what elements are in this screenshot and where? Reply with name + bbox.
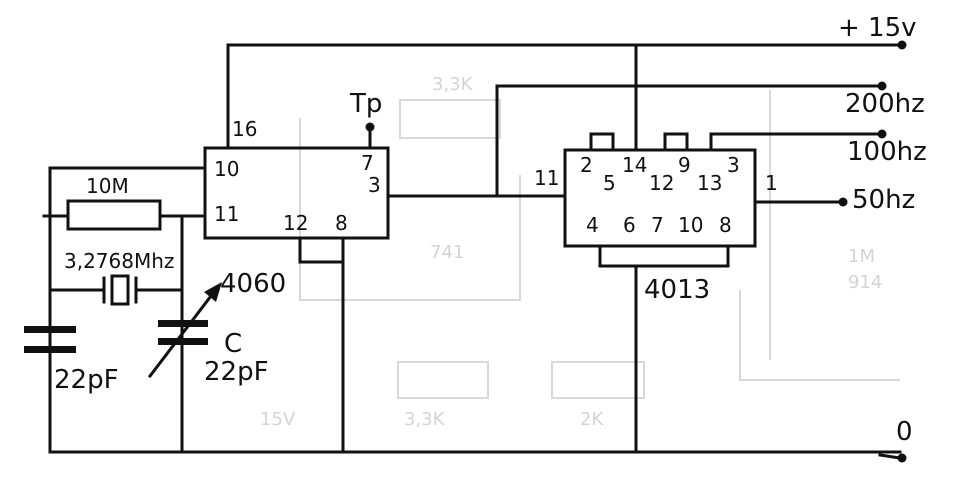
ic2-pin-10: 10 bbox=[678, 213, 703, 237]
ic2-pin-12: 12 bbox=[649, 171, 674, 195]
resistor-10m bbox=[66, 199, 162, 231]
ghost-resistor-top bbox=[399, 99, 501, 139]
ic2-pin-7: 7 bbox=[651, 213, 664, 237]
ghost-label-5: 1M bbox=[848, 246, 875, 267]
ghost-label-4: 2K bbox=[580, 409, 604, 430]
pin10-feedback-wire bbox=[48, 166, 207, 454]
ic1-pin-11: 11 bbox=[214, 202, 239, 226]
f100-label: 100hz bbox=[847, 137, 927, 167]
ic2-name: 4013 bbox=[644, 275, 710, 305]
f100-wire bbox=[709, 132, 882, 152]
ic1-pin-16: 16 bbox=[232, 117, 257, 141]
ic1-body bbox=[203, 146, 390, 240]
c2-value: 22pF bbox=[204, 357, 269, 387]
ic-4013: 100hz 50hz 11 2 5 14 12 9 13 3 1 4 6 7 1… bbox=[534, 129, 927, 454]
ic2-body bbox=[563, 148, 757, 248]
ghost-label-6: 914 bbox=[848, 272, 882, 293]
bleed-through-artifacts: 3,3K 741 3,3K 2K 1M 914 15V bbox=[260, 74, 900, 430]
c1-value: 22pF bbox=[54, 365, 119, 395]
f50-label: 50hz bbox=[852, 185, 915, 215]
c2-plate-bottom bbox=[158, 338, 208, 345]
ghost-label-7: 15V bbox=[260, 409, 296, 430]
ic2-pin-13: 13 bbox=[697, 171, 722, 195]
ground-label: 0 bbox=[896, 417, 913, 447]
oscillator-network: 10M 3,2768Mhz bbox=[42, 166, 207, 454]
f100-terminal bbox=[877, 129, 887, 139]
ic1-pin12-pin8-link bbox=[298, 236, 345, 264]
supply-rail: + 15v bbox=[226, 13, 917, 152]
ghost-label-1: 3,3K bbox=[432, 74, 474, 95]
ic2-bottom-link bbox=[598, 244, 730, 268]
ic-4060: 16 10 11 7 3 12 8 4060 bbox=[203, 117, 390, 454]
ghost-wire-a bbox=[299, 118, 521, 301]
ic1-pin-10: 10 bbox=[214, 157, 239, 181]
supply-terminal bbox=[897, 40, 907, 50]
f200-label: 200hz bbox=[845, 89, 925, 119]
ghost-wire-b bbox=[739, 290, 900, 381]
ic2-top-link-1 bbox=[589, 132, 615, 152]
test-point: Tp bbox=[349, 89, 382, 150]
f200-terminal bbox=[877, 81, 887, 91]
ghost-label-3: 3,3K bbox=[404, 409, 446, 430]
c2-arrow-head bbox=[204, 282, 222, 302]
ic2-pin-6: 6 bbox=[623, 213, 636, 237]
ground-wire-end bbox=[878, 453, 902, 460]
testpoint-label: Tp bbox=[349, 89, 382, 119]
resistor-label: 10M bbox=[86, 174, 129, 198]
capacitor-c1: 22pF bbox=[24, 326, 119, 395]
ic2-pin-2: 2 bbox=[580, 153, 593, 177]
testpoint-dot bbox=[365, 122, 375, 132]
ic2-pin-1: 1 bbox=[765, 171, 778, 195]
ghost-label-2: 741 bbox=[430, 242, 464, 263]
ic1-pin-7: 7 bbox=[361, 151, 374, 175]
ic2-pin-9: 9 bbox=[678, 153, 691, 177]
ic1-name: 4060 bbox=[220, 269, 286, 299]
ic2-pin-3: 3 bbox=[727, 153, 740, 177]
ground-terminal bbox=[897, 453, 907, 463]
supply-label: + 15v bbox=[838, 13, 917, 43]
ic2-pin-4: 4 bbox=[586, 213, 599, 237]
ghost-resistor-bottom bbox=[397, 361, 489, 399]
ic2-top-link-2 bbox=[663, 132, 689, 152]
f50-terminal bbox=[838, 197, 848, 207]
ghost-pot bbox=[551, 361, 645, 399]
crystal bbox=[110, 274, 130, 306]
capacitor-c2-trimmer: C 22pF bbox=[147, 282, 269, 387]
f200-wire bbox=[495, 84, 882, 198]
ic2-pin-8: 8 bbox=[719, 213, 732, 237]
ic2-pin-5: 5 bbox=[603, 171, 616, 195]
c2-trim-arrow bbox=[147, 289, 217, 379]
ic1-pin-3: 3 bbox=[368, 173, 381, 197]
c2-plate-top bbox=[158, 320, 208, 327]
crystal-label: 3,2768Mhz bbox=[64, 249, 174, 273]
ic1-pin-12: 12 bbox=[283, 211, 308, 235]
ic1-pin-8: 8 bbox=[335, 211, 348, 235]
ic2-pin-11: 11 bbox=[534, 166, 559, 190]
c2-name: C bbox=[224, 329, 242, 359]
c1-plate-bottom bbox=[24, 346, 76, 353]
ground-rail: 0 bbox=[48, 417, 913, 463]
c1-plate-top bbox=[24, 326, 76, 333]
ic2-pin-14: 14 bbox=[622, 153, 647, 177]
clock-link: 200hz bbox=[386, 81, 925, 198]
